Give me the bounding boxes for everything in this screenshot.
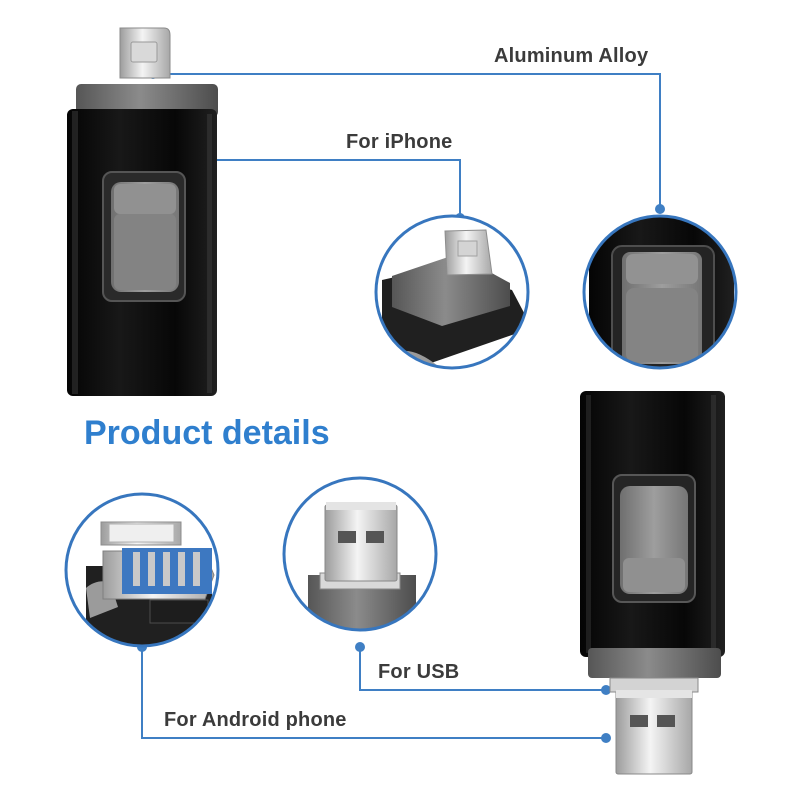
- aluminum-slider-closeup: [582, 214, 738, 370]
- for-android-callout-line: [141, 647, 606, 739]
- for-usb-callout-line: [359, 647, 606, 691]
- aluminum-alloy-callout-line: [153, 73, 661, 208]
- main-flash-drive: [67, 27, 218, 396]
- aluminum-alloy-label: Aluminum Alloy: [494, 45, 649, 67]
- for-android-phone-label: For Android phone: [164, 709, 347, 731]
- for-iphone-label: For iPhone: [346, 131, 453, 153]
- iphone-connector-closeup: [374, 214, 530, 370]
- product-details-heading: Product details: [84, 414, 330, 452]
- for-usb-label: For USB: [378, 661, 460, 683]
- for-iphone-callout-line: [153, 159, 461, 217]
- usb-end-flash-drive: [580, 391, 725, 775]
- android-connector-closeup: [64, 492, 220, 648]
- usb-connector-closeup: [282, 476, 438, 632]
- callout-lines: [141, 73, 661, 739]
